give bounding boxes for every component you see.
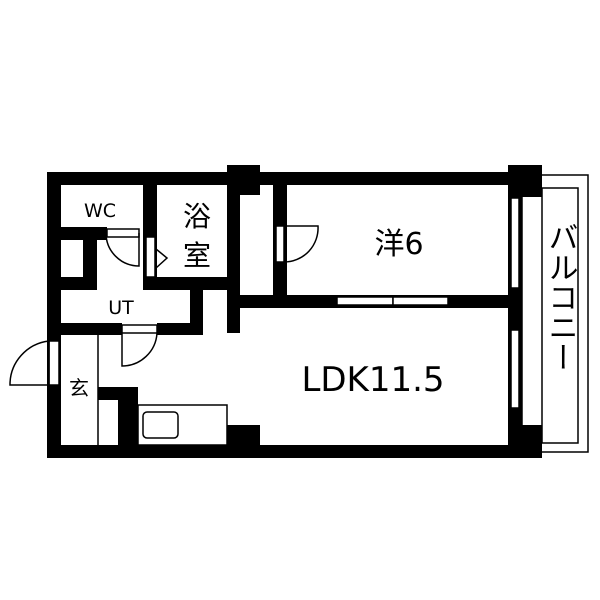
room-label-utility: UT — [108, 297, 134, 319]
window-ldk — [510, 329, 520, 409]
door-wc — [105, 228, 140, 267]
window-western-room — [510, 197, 520, 289]
door-bath — [145, 236, 169, 278]
door-entrance — [9, 340, 60, 386]
sliding-door-right — [392, 296, 449, 306]
sliding-door-left — [336, 296, 394, 306]
room-label-western-room: 洋6 — [374, 227, 423, 262]
doors — [9, 225, 319, 386]
outer-walls — [47, 165, 542, 458]
room-label-entrance: 玄 — [69, 376, 89, 400]
kitchen-counter — [137, 404, 228, 446]
room-label-bath-2: 室 — [183, 239, 211, 272]
windows — [336, 197, 520, 409]
room-label-balcony: バルコニー — [543, 222, 578, 372]
door-utility — [121, 324, 158, 367]
room-label-bath-1: 浴 — [183, 200, 211, 233]
room-label-wc: WC — [84, 200, 116, 222]
balcony — [521, 174, 589, 453]
sink-icon — [142, 411, 179, 439]
room-label-ldk: LDK11.5 — [301, 360, 444, 400]
door-closet — [275, 225, 319, 263]
